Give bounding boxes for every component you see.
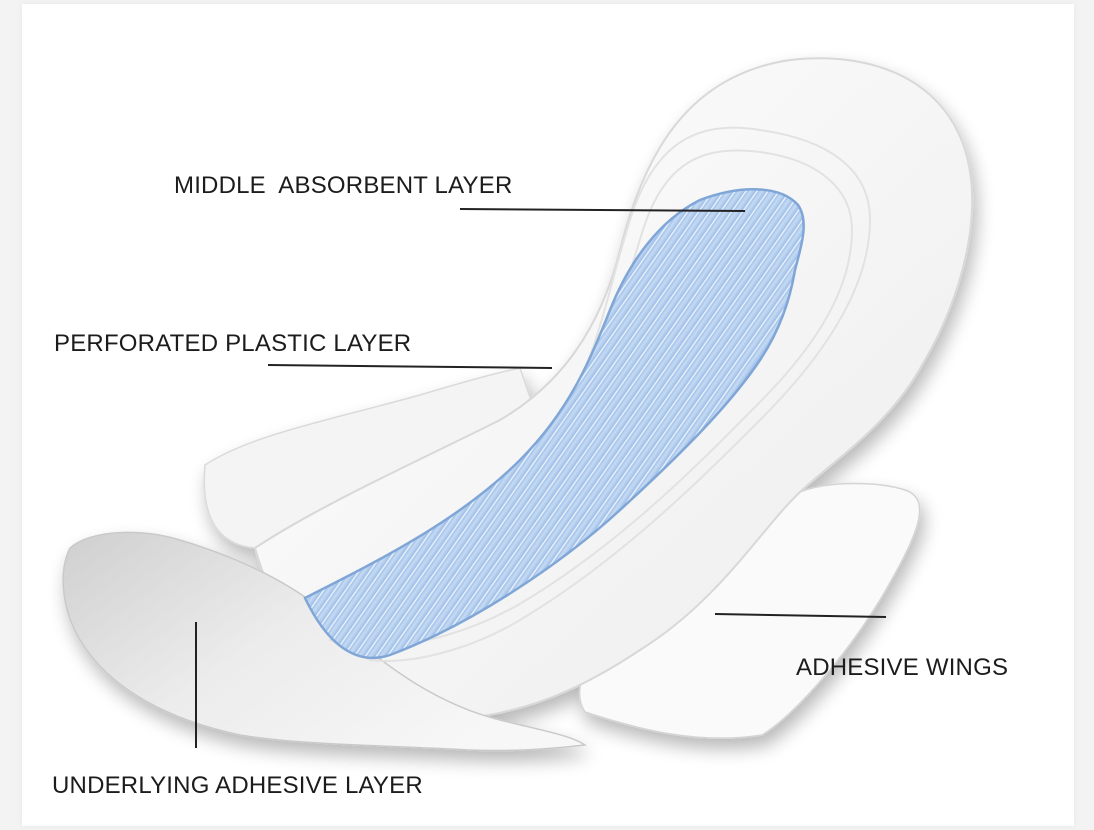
label-perforated-plastic-layer: PERFORATED PLASTIC LAYER [54, 332, 411, 356]
pad-body [63, 58, 972, 750]
label-adhesive-wings: ADHESIVE WINGS [796, 656, 1008, 680]
leader-perforated [268, 365, 552, 368]
label-middle-absorbent-layer: MIDDLE ABSORBENT LAYER [174, 174, 512, 198]
label-underlying-adhesive-layer: UNDERLYING ADHESIVE LAYER [52, 774, 423, 798]
